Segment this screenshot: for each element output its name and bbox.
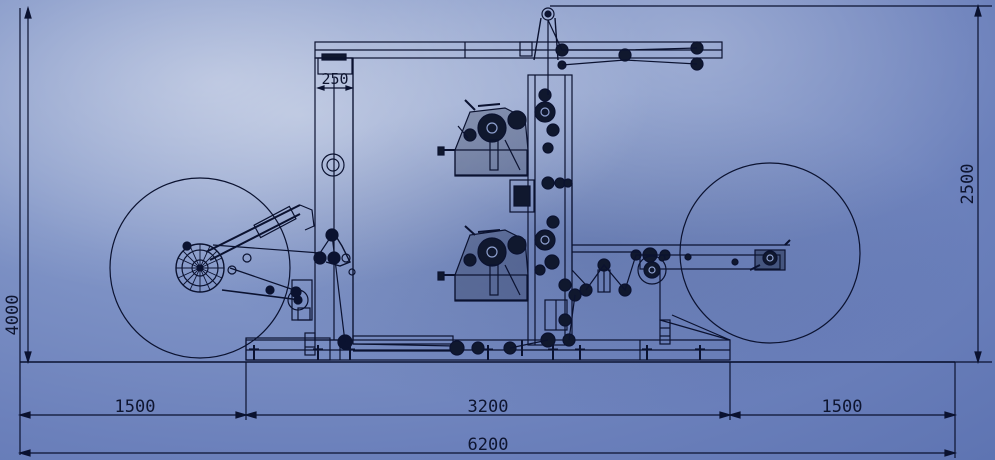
dim-middle-section: 3200 xyxy=(468,397,509,417)
rewind-unit xyxy=(572,162,861,360)
print-unit-2 xyxy=(437,215,560,302)
unwind-unit xyxy=(109,177,331,361)
rewind-roll-circle xyxy=(679,162,861,344)
dim-total-length: 6200 xyxy=(468,435,509,455)
unwind-roll-circle xyxy=(109,177,291,359)
base-anchors xyxy=(345,340,585,360)
tower-rollers xyxy=(449,19,704,356)
dim-left-section: 1500 xyxy=(115,397,156,417)
print-unit-1 xyxy=(437,88,560,177)
dim-right-section: 1500 xyxy=(822,397,863,417)
dim-total-height: 4000 xyxy=(3,295,23,336)
dim-unwind-height: 2500 xyxy=(958,164,978,205)
dim-top-detail: 250 xyxy=(321,70,348,88)
dimension-lines xyxy=(17,3,992,458)
